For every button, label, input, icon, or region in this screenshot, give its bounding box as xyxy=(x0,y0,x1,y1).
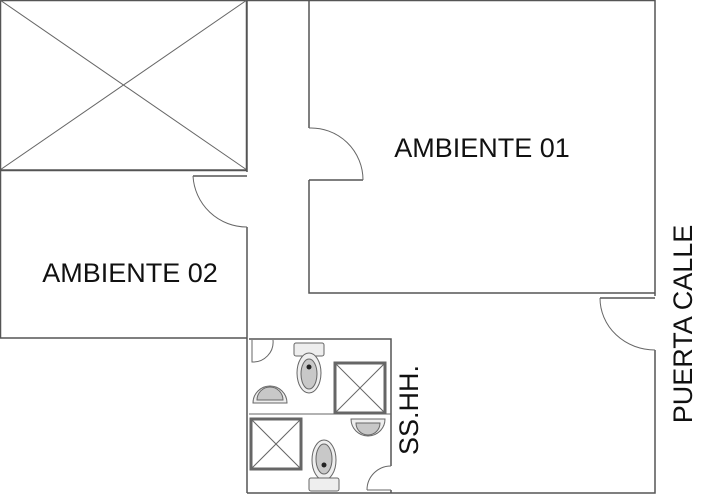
door-ambiente-02 xyxy=(192,175,248,228)
room-ambiente-01: AMBIENTE 01 xyxy=(308,0,655,294)
room-label-ambiente-01: AMBIENTE 01 xyxy=(394,133,570,163)
label-puerta-calle: PUERTA CALLE xyxy=(668,225,698,424)
toilet-icon xyxy=(308,439,340,492)
shower-icon xyxy=(333,361,387,415)
sink-icon xyxy=(350,418,386,437)
sink-icon xyxy=(252,385,288,404)
room-label-ambiente-02: AMBIENTE 02 xyxy=(42,258,218,288)
door-puerta-calle xyxy=(599,297,656,351)
toilet-icon xyxy=(293,342,325,394)
room-ambiente-02: AMBIENTE 02 xyxy=(0,169,247,339)
exterior-wall xyxy=(247,0,656,494)
bathroom-sshh xyxy=(249,338,392,493)
void-area xyxy=(0,0,248,172)
room-label-sshh: SS.HH. xyxy=(394,365,424,455)
shower-icon xyxy=(249,417,303,471)
